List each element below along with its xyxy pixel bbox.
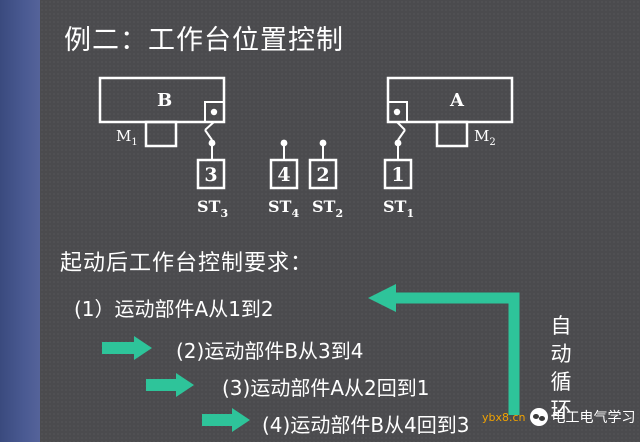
auto-cycle-label: 自 动 循 环 bbox=[548, 312, 574, 424]
svg-text:3: 3 bbox=[204, 164, 217, 186]
step-arrow-4 bbox=[202, 408, 250, 432]
step-arrow-2 bbox=[102, 336, 152, 360]
motor-1-label: M1 bbox=[116, 127, 138, 148]
page-title: 例二：工作台位置控制 bbox=[64, 25, 344, 56]
st3-label: ST3 bbox=[197, 197, 228, 220]
requirement-step-3: (3)运动部件A从2回到1 bbox=[222, 376, 430, 400]
auto-cycle-char: 自 bbox=[550, 314, 572, 338]
table-b-motor-box bbox=[144, 120, 178, 148]
table-b-label: B bbox=[157, 90, 172, 111]
st1-label: ST1 bbox=[383, 197, 414, 220]
auto-cycle-arrow bbox=[368, 284, 520, 415]
svg-text:2: 2 bbox=[316, 164, 329, 186]
auto-cycle-char: 循 bbox=[550, 370, 572, 394]
svg-text:1: 1 bbox=[391, 164, 404, 186]
svg-text:4: 4 bbox=[277, 164, 290, 186]
st2-label: ST2 bbox=[312, 197, 343, 220]
table-a-label: A bbox=[449, 90, 465, 111]
requirement-step-2: (2)运动部件B从3到4 bbox=[176, 339, 364, 363]
limit-switch-2: 2 ST2 bbox=[308, 139, 343, 220]
requirements-title: 起动后工作台控制要求： bbox=[60, 251, 314, 276]
auto-cycle-char: 环 bbox=[550, 398, 572, 422]
st4-label: ST4 bbox=[268, 197, 299, 220]
step-arrow-3 bbox=[146, 373, 194, 397]
requirement-step-4: (4)运动部件B从4回到3 bbox=[262, 413, 470, 437]
table-b: B M1 bbox=[98, 76, 226, 160]
limit-switch-1: 1 ST1 bbox=[383, 158, 414, 220]
limit-switch-4: 4 ST4 bbox=[268, 139, 299, 220]
watermark-site: ybx8.cn bbox=[482, 410, 526, 424]
watermark: ybx8.cn 电工电气学习 bbox=[482, 403, 636, 431]
table-a: A M2 bbox=[386, 76, 514, 160]
wechat-icon bbox=[529, 408, 548, 426]
watermark-account: 电工电气学习 bbox=[551, 410, 636, 426]
motor-2-label: M2 bbox=[474, 127, 496, 148]
auto-cycle-char: 动 bbox=[550, 342, 572, 366]
requirement-step-1: (1）运动部件A从1到2 bbox=[74, 297, 274, 321]
table-b-striker bbox=[204, 101, 225, 123]
table-a-motor-box bbox=[435, 120, 469, 148]
limit-switch-3: 3 ST3 bbox=[196, 158, 228, 220]
slide-side-bar bbox=[0, 0, 40, 442]
